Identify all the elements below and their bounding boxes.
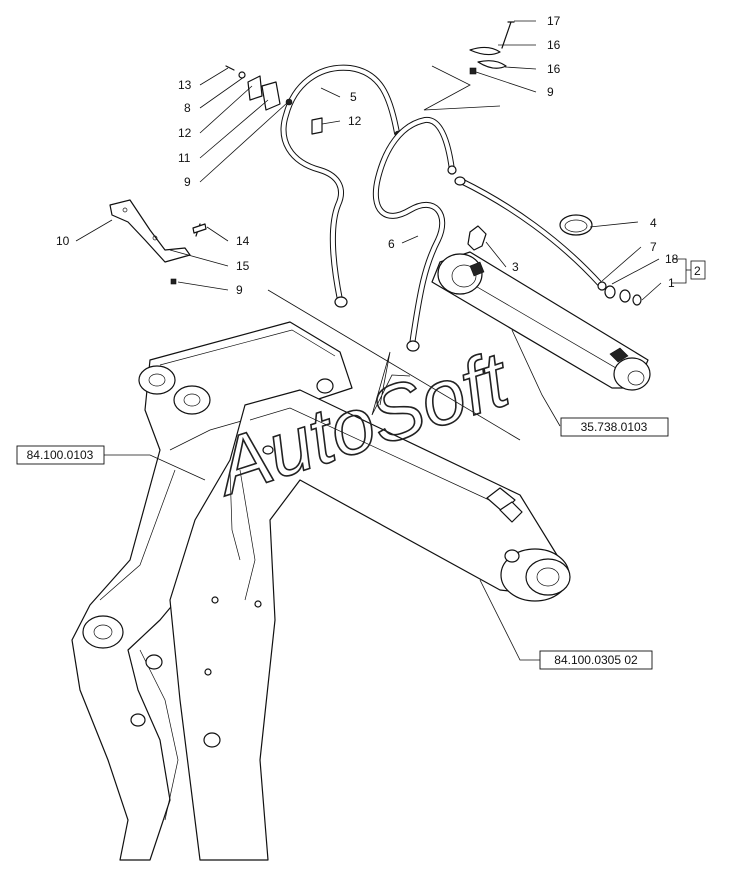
elbow-fitting-3 [467, 225, 487, 251]
bracket-parts-left [225, 65, 323, 135]
ref-boom-box [16, 445, 105, 465]
callout-15: 15 [236, 259, 250, 273]
ref-dipper-box [539, 650, 653, 670]
callout-9a: 9 [547, 85, 554, 99]
clamp-parts-top [469, 21, 515, 75]
hose-5 [280, 64, 402, 308]
callout-9b: 9 [184, 175, 191, 189]
ref-dipper: 84.100.0305 02 [554, 653, 638, 667]
callout-13: 13 [178, 78, 192, 92]
clamp-16b [477, 60, 507, 69]
boom-pin-1 [138, 365, 176, 395]
hydraulic-cylinder [431, 251, 651, 391]
ref-cylinder-box [560, 417, 669, 437]
dipper-assembly [145, 389, 571, 861]
hose-6 [372, 116, 457, 352]
callout-4: 4 [650, 216, 657, 230]
clamp-block-11 [261, 81, 281, 111]
callout-16a: 16 [547, 38, 561, 52]
leader-lines [75, 20, 691, 661]
callout-1: 1 [668, 276, 675, 290]
callout-17: 17 [547, 14, 561, 28]
callout-8: 8 [184, 101, 191, 115]
callout-10: 10 [56, 234, 70, 248]
reference-labels: 35.738.0103 84.100.0103 84.100.0305 02 [16, 417, 669, 670]
callout-14: 14 [236, 234, 250, 248]
callout-11: 11 [178, 151, 191, 165]
seal-kit [604, 285, 642, 306]
hose-clamp-4 [559, 214, 593, 236]
callouts: 17 16 16 9 13 8 12 11 9 5 12 6 3 4 7 18 … [56, 14, 706, 297]
callout-9c: 9 [236, 283, 243, 297]
clamp-16a [469, 46, 501, 56]
boom-foot-pin [82, 615, 124, 649]
callout-12b: 12 [348, 114, 362, 128]
callout-2: 2 [694, 264, 701, 278]
cylinder-end-cap [437, 253, 483, 295]
dipper-arm [169, 389, 561, 861]
callout-2-box [690, 260, 706, 280]
callout-18: 18 [665, 252, 679, 266]
callout-6: 6 [388, 237, 395, 251]
callout-3: 3 [512, 260, 519, 274]
ref-cylinder: 35.738.0103 [581, 420, 648, 434]
ref-boom: 84.100.0103 [27, 448, 94, 462]
nut-9a [469, 67, 477, 75]
callout-5: 5 [350, 90, 357, 104]
boom-pin-2 [173, 385, 211, 415]
plate-12 [311, 117, 323, 135]
boom-assembly [71, 321, 353, 861]
bracket-10 [109, 199, 207, 285]
hose-7 [454, 176, 607, 291]
callout-16b: 16 [547, 62, 561, 76]
callout-7: 7 [650, 240, 657, 254]
callout-12a: 12 [178, 126, 192, 140]
